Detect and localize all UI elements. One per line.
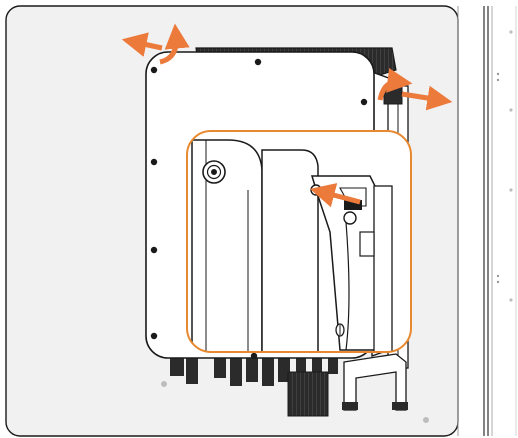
bottom-stand (342, 353, 408, 411)
screw-icon (254, 58, 262, 66)
screw-icon (150, 246, 158, 254)
screw-icon (150, 332, 158, 340)
wall-edge (457, 6, 517, 436)
wall-anchor-dot (423, 417, 429, 423)
bottom-terminals (170, 356, 338, 417)
screw-icon (150, 66, 158, 74)
curved-double-arrow-icon (121, 23, 190, 65)
screw-icon (360, 98, 368, 106)
wall-anchor-dot (161, 381, 167, 387)
callout-border (186, 130, 412, 353)
detail-callout (186, 130, 412, 353)
screw-icon (150, 158, 158, 166)
screw-icon (250, 352, 258, 360)
curved-double-arrow-icon (377, 68, 453, 111)
horizontal-arrow-icon (309, 183, 361, 208)
